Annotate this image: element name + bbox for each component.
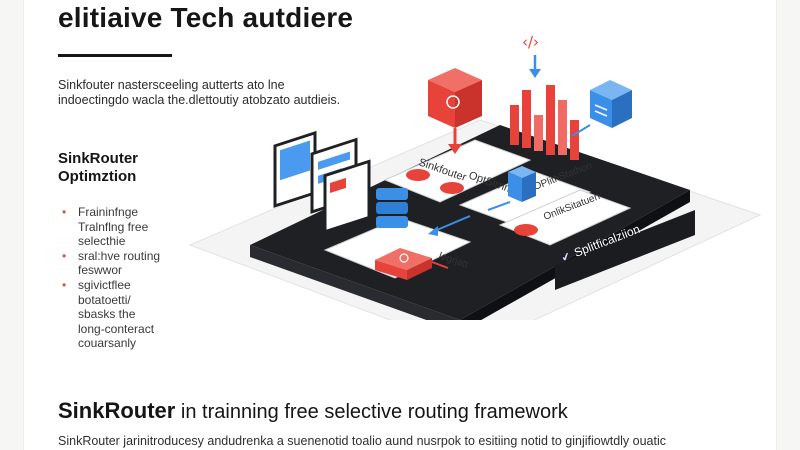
- bar-chart-icon: [510, 85, 579, 160]
- card-top: [383, 139, 532, 203]
- intro-paragraph: Sinkfouter nastersceeling autterts ato l…: [58, 78, 358, 108]
- red-message-block: [375, 248, 432, 280]
- side-panel: [555, 210, 695, 290]
- bullet-item: • sral:hve routing feswwor: [62, 249, 192, 278]
- blue-connector: [431, 215, 471, 233]
- bullet-line: botatoetti/: [78, 292, 131, 307]
- bullet-item: • sgivictflee botatoetti/ sbasks the lon…: [62, 278, 192, 351]
- heading-line: Optimztion: [58, 168, 137, 185]
- red-pill: [406, 169, 430, 181]
- dark-base: [250, 125, 690, 320]
- red-cube: [428, 68, 482, 128]
- bullet-line: sgivictflee: [78, 277, 131, 292]
- database-icon: [376, 188, 408, 228]
- bullet-line: sbasks the: [78, 307, 136, 322]
- intro-line: Sinkfouter nastersceeling autterts ato l…: [58, 78, 285, 92]
- document-stack-icon: [273, 130, 371, 234]
- red-pill: [440, 182, 464, 194]
- bullet-line: couarsanly: [78, 336, 137, 351]
- section-title-bold: SinkRouter: [58, 398, 176, 423]
- blue-arrow-head: [529, 69, 541, 78]
- dark-base-edge: [460, 190, 690, 320]
- blue-arrow: [571, 124, 591, 137]
- red-connector: [431, 261, 449, 269]
- heading-line: SinkRouter: [58, 150, 139, 167]
- blue-arrow-head: [428, 226, 438, 236]
- blue-small-cube: [508, 166, 536, 202]
- intro-line: indoectingdo wacla the.dlettoutiy atobza…: [58, 93, 341, 107]
- bullet-dot: •: [62, 205, 67, 219]
- code-symbol-icon: ‹/›: [522, 33, 539, 51]
- dark-base-edge-left: [250, 245, 460, 320]
- bullet-line: Tralnflng free: [78, 219, 149, 234]
- bullet-line: selecthie: [78, 234, 126, 249]
- title-underline: [58, 54, 172, 57]
- bullet-line: Fraininfnge: [78, 205, 139, 219]
- section-title: SinkRouter in trainning free selective r…: [58, 398, 568, 424]
- page-title: elitiaive Tech autdiere: [58, 2, 354, 33]
- bullet-line: sral:hve routing: [78, 248, 161, 263]
- isometric-illustration: ✔ Splitficalziion Sinkfouter OptSirnmiy …: [188, 33, 762, 320]
- bullet-item: • Fraininfnge Tralnflng free selecthie: [62, 205, 192, 249]
- bullet-list: • Fraininfnge Tralnflng free selecthie •…: [62, 205, 192, 351]
- section-body: SinkRouter jarinitroducesy andudrenka a …: [58, 434, 667, 448]
- red-pill: [514, 224, 538, 236]
- panel-check-icon: ✔: [559, 249, 572, 264]
- bullet-dot: •: [62, 248, 67, 263]
- bullet-line: long-conteract: [78, 321, 155, 336]
- blue-connector: [487, 201, 511, 211]
- section-title-rest: in trainning free selective routing fram…: [175, 401, 568, 423]
- section-heading: SinkRouter Optimztion: [58, 150, 138, 186]
- bullet-dot: •: [62, 277, 67, 292]
- blue-cube: [590, 80, 632, 128]
- bullet-line: feswwor: [78, 263, 123, 278]
- red-arrow-head: [448, 144, 462, 154]
